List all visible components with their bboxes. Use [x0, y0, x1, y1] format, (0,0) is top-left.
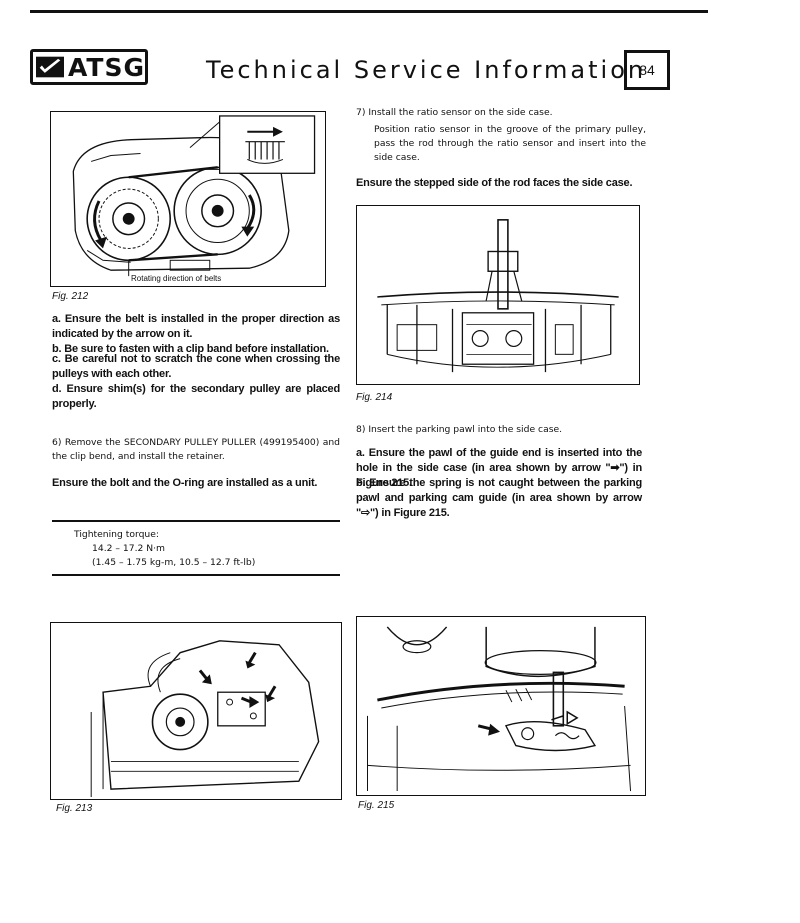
page-number: 84 — [624, 50, 670, 90]
step-6: 6) Remove the SECONDARY PULLEY PULLER (4… — [52, 437, 340, 462]
figure-214-caption: Fig. 214 — [356, 392, 393, 403]
figure-213-caption: Fig. 213 — [56, 803, 93, 814]
checkmark-logo-icon — [36, 56, 64, 78]
logo-text: ATSG — [68, 52, 145, 82]
torque-bottom-rule — [52, 574, 340, 576]
torque-line-2: (1.45 – 1.75 kg-m, 10.5 – 12.7 ft-lb) — [92, 557, 256, 568]
torque-top-rule — [52, 520, 340, 522]
note-b: b. Be sure to fasten with a clip band be… — [52, 343, 329, 355]
step-6-note: Ensure the bolt and the O-ring are insta… — [52, 477, 318, 489]
figure-214 — [356, 205, 640, 385]
step-7-note: Ensure the stepped side of the rod faces… — [356, 177, 633, 189]
atsg-logo: ATSG — [30, 49, 148, 85]
torque-line-1: 14.2 – 17.2 N·m — [92, 543, 166, 554]
figure-212-illustration — [72, 115, 316, 277]
note-a: a. Ensure the belt is installed in the p… — [52, 313, 340, 340]
figure-212: Rotating direction of belts — [50, 111, 326, 287]
figure-214-illustration — [377, 219, 619, 373]
note-d: d. Ensure shim(s) for the secondary pull… — [52, 383, 340, 410]
figure-213-illustration — [90, 640, 320, 798]
figure-212-label: Rotating direction of belts — [131, 274, 222, 283]
step-7-detail: Position ratio sensor in the groove of t… — [374, 124, 646, 163]
page-title: Technical Service Information — [206, 56, 647, 84]
figure-215-caption: Fig. 215 — [358, 800, 395, 811]
figure-215-illustration — [367, 626, 632, 792]
torque-title: Tightening torque: — [74, 529, 159, 540]
step-8-note-a: a. Ensure the pawl of the guide end is i… — [356, 447, 642, 489]
step-7: 7) Install the ratio sensor on the side … — [356, 107, 553, 118]
figure-215 — [356, 616, 646, 796]
note-c: c. Be careful not to scratch the cone wh… — [52, 353, 340, 380]
top-rule — [30, 10, 708, 13]
figure-212-caption: Fig. 212 — [52, 291, 89, 302]
figure-213 — [50, 622, 342, 800]
step-8: 8) Insert the parking pawl into the side… — [356, 424, 563, 435]
step-8-note-b: b. Ensure the spring is not caught betwe… — [356, 477, 642, 519]
